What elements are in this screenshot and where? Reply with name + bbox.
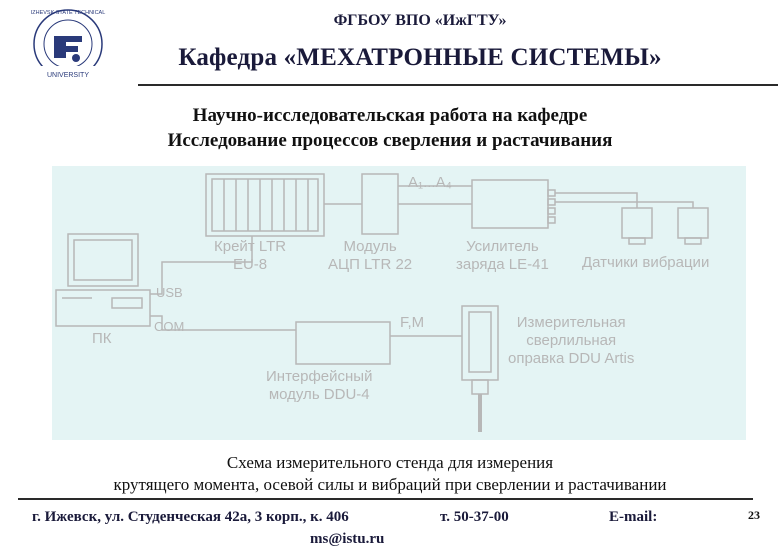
footer-email-label: E-mail: xyxy=(609,509,658,525)
caption-line1: Схема измерительного стенда для измерени… xyxy=(226,453,554,472)
header-divider xyxy=(138,84,778,86)
logo-top-text: IZHEVSK STATE TECHNICAL xyxy=(31,10,106,16)
label-pc: ПК xyxy=(92,330,112,347)
university-logo: UNIVERSITY IZHEVSK STATE TECHNICAL xyxy=(22,9,114,80)
label-interface: Интерфейсный модуль DDU-4 xyxy=(266,368,373,403)
footer-divider xyxy=(18,498,753,500)
label-holder: Измерительная сверлильная оправка DDU Ar… xyxy=(508,314,635,367)
label-channels: A₁...A₄ xyxy=(408,174,452,191)
slide-title-line2: Исследование процессов сверления и раста… xyxy=(167,130,613,151)
footer-phone: т. 50-37-00 xyxy=(440,509,509,525)
crate-ltr-eu8 xyxy=(205,173,325,237)
caption-line2: крутящего момента, осевой силы и вибраци… xyxy=(113,475,667,494)
label-sensors: Датчики вибрации xyxy=(582,254,710,271)
vibration-sensors xyxy=(621,207,709,245)
charge-amplifier xyxy=(471,179,556,229)
label-adc: Модуль АЦП LTR 22 xyxy=(328,238,413,273)
label-com: COM xyxy=(154,319,185,334)
figure-caption: Схема измерительного стенда для измерени… xyxy=(40,452,740,496)
adc-module xyxy=(361,173,399,235)
label-amplifier: Усилитель заряда LE-41 xyxy=(456,238,549,273)
footer-address: г. Ижевск, ул. Студенческая 42а, 3 корп.… xyxy=(32,509,349,525)
department-name: Кафедра «МЕХАТРОННЫЕ СИСТЕМЫ» xyxy=(178,44,662,71)
diagram-panel: A₁...A₄ Крейт LTR EU-8 Модуль АЦП LTR 22… xyxy=(52,166,746,440)
label-usb: USB xyxy=(156,285,183,300)
organization-name: ФГБОУ ВПО «ИжГТУ» xyxy=(333,12,507,29)
page-number: 23 xyxy=(748,508,760,522)
label-crate: Крейт LTR EU-8 xyxy=(214,238,287,273)
logo-bottom-text: UNIVERSITY xyxy=(47,72,89,79)
measuring-holder xyxy=(461,305,499,432)
label-fm: F,M xyxy=(400,314,425,331)
pc-computer xyxy=(55,233,151,327)
slide-title-line1: Научно-исследовательская работа на кафед… xyxy=(192,105,588,126)
test-stand-diagram xyxy=(55,173,709,432)
interface-module-ddu4 xyxy=(295,321,391,365)
